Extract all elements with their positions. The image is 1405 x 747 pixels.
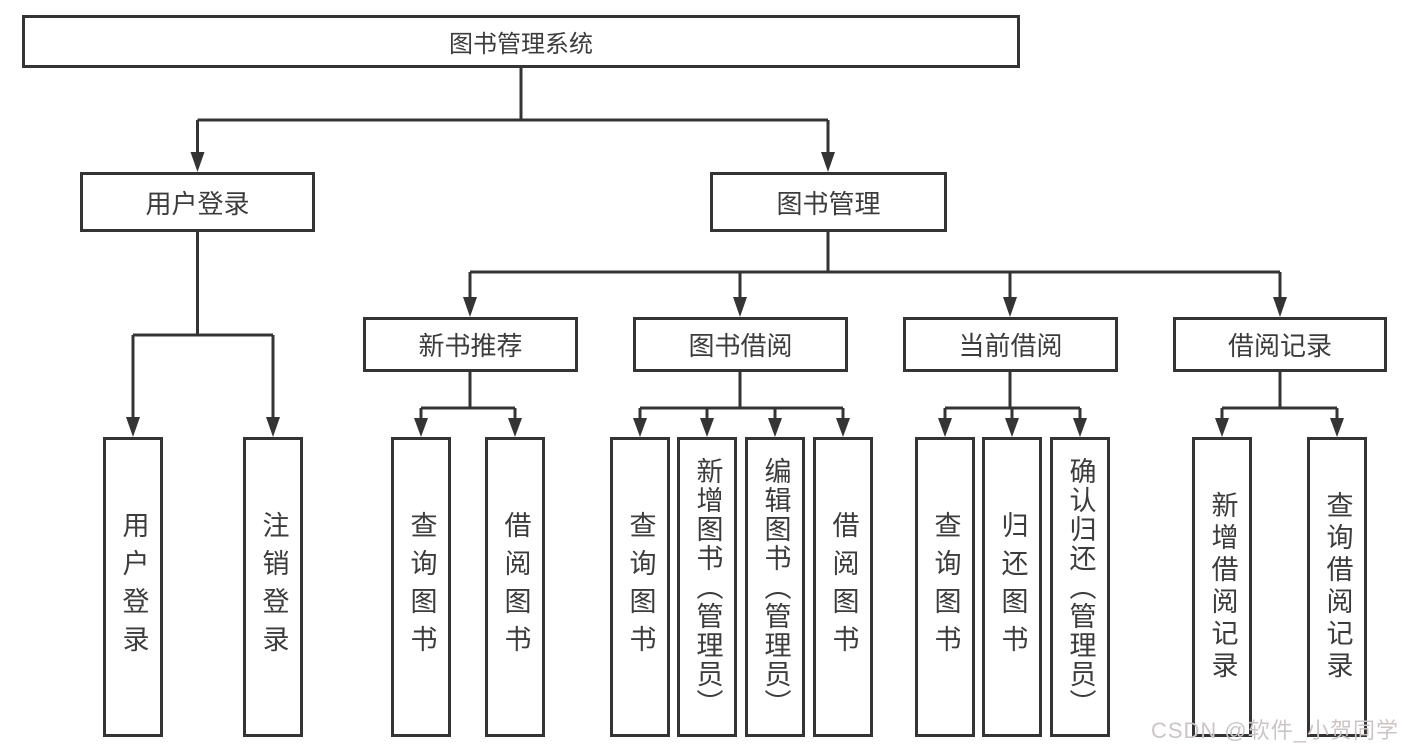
leaf-user-login-label: 用户登录 [118,511,149,663]
leaf-borrow-book-recommend-label: 借阅图书 [500,511,531,663]
leaf-borrow-book-label: 借阅图书 [828,511,859,663]
leaf-query-book-borrow: 查询图书 [610,437,670,737]
leaf-add-borrow-record-label: 新增借阅记录 [1207,491,1238,683]
leaf-query-book-current: 查询图书 [915,437,975,737]
leaf-edit-book-admin: 编辑图书（管理员） [745,437,805,737]
node-book-management: 图书管理 [710,172,947,232]
leaf-return-book-label: 归还图书 [997,511,1028,663]
leaf-query-book-borrow-label: 查询图书 [625,511,656,663]
leaf-confirm-return-admin-label: 确认归还（管理员） [1065,456,1096,718]
leaf-user-login: 用户登录 [103,437,163,737]
leaf-logout-login: 注销登录 [243,437,303,737]
leaf-query-book-recommend: 查询图书 [391,437,451,737]
leaf-logout-login-label: 注销登录 [258,511,289,663]
node-new-book-recommend: 新书推荐 [363,317,578,372]
leaf-query-book-current-label: 查询图书 [930,511,961,663]
node-book-borrow: 图书借阅 [633,317,848,372]
leaf-add-borrow-record: 新增借阅记录 [1192,437,1252,737]
leaf-borrow-book: 借阅图书 [813,437,873,737]
leaf-edit-book-admin-label: 编辑图书（管理员） [760,456,791,718]
node-current-borrow: 当前借阅 [903,317,1118,372]
leaf-query-borrow-record: 查询借阅记录 [1307,437,1367,737]
leaf-add-book-admin: 新增图书（管理员） [677,437,737,737]
node-user-login: 用户登录 [80,172,315,232]
node-library-management-system: 图书管理系统 [22,15,1020,68]
csdn-watermark: CSDN @软件_小贺同学 [1150,718,1399,743]
leaf-query-borrow-record-label: 查询借阅记录 [1322,491,1353,683]
leaf-add-book-admin-label: 新增图书（管理员） [692,456,723,718]
leaf-borrow-book-recommend: 借阅图书 [485,437,545,737]
leaf-confirm-return-admin: 确认归还（管理员） [1050,437,1110,737]
node-borrow-record: 借阅记录 [1173,317,1387,372]
leaf-query-book-recommend-label: 查询图书 [406,511,437,663]
leaf-return-book: 归还图书 [982,437,1042,737]
